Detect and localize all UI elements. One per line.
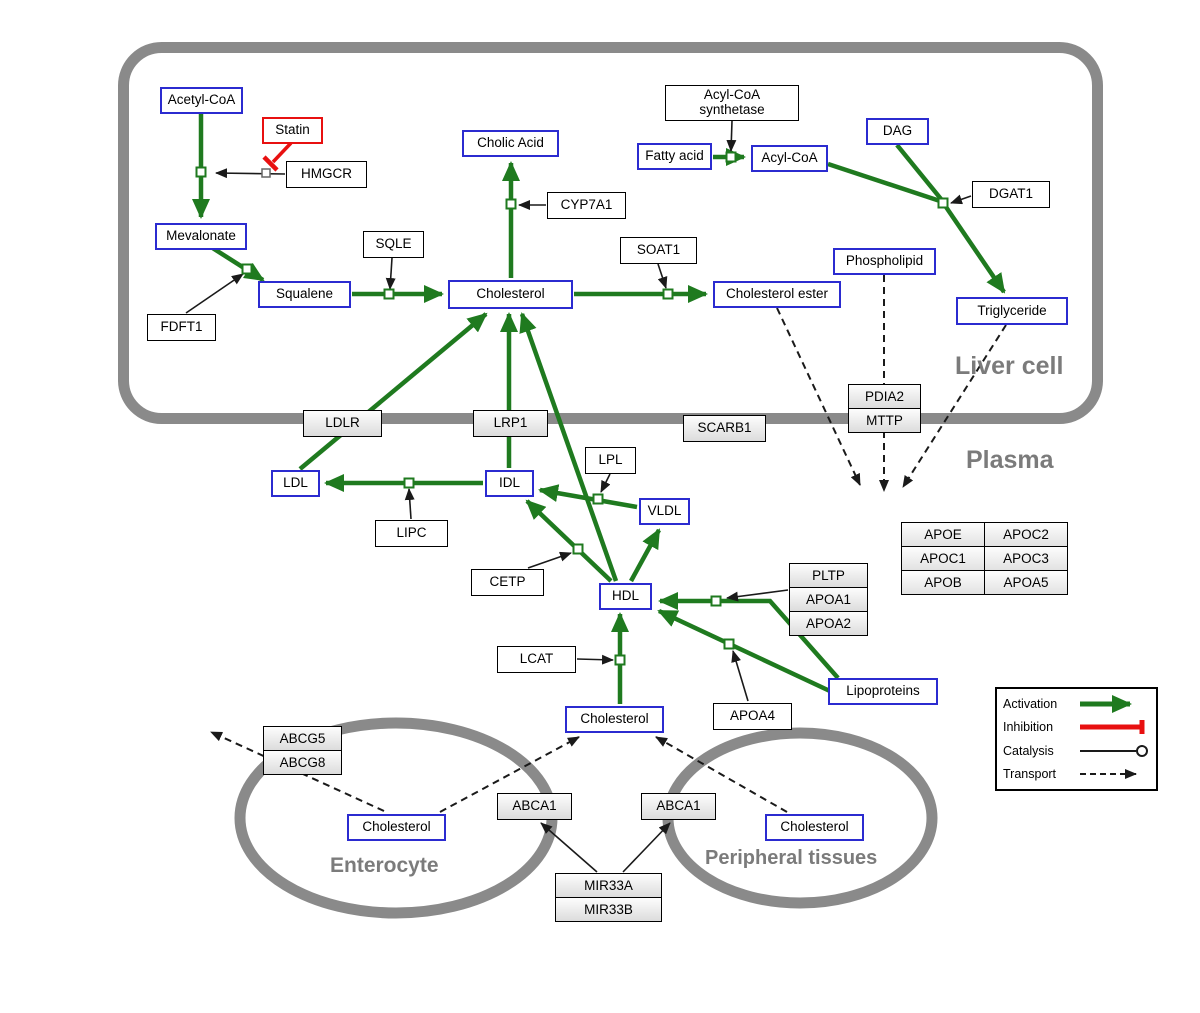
node-soat1[interactable]: SOAT1 bbox=[620, 237, 697, 264]
node-squalene[interactable]: Squalene bbox=[258, 281, 351, 308]
node-apoc2[interactable]: APOC2 bbox=[984, 522, 1068, 547]
node-triglyceride[interactable]: Triglyceride bbox=[956, 297, 1068, 325]
activation-arrow-icon bbox=[1080, 694, 1132, 713]
node-pltp[interactable]: PLTP bbox=[789, 563, 868, 588]
node-acetyl-coa[interactable]: Acetyl-CoA bbox=[160, 87, 243, 114]
node-sqle[interactable]: SQLE bbox=[363, 231, 424, 258]
node-statin[interactable]: Statin bbox=[262, 117, 323, 144]
inhibition-edge bbox=[262, 141, 293, 172]
node-apoa2[interactable]: APOA2 bbox=[789, 611, 868, 636]
node-apob[interactable]: APOB bbox=[901, 570, 985, 595]
peripheral-tissues-label: Peripheral tissues bbox=[705, 847, 878, 869]
node-abcg5[interactable]: ABCG5 bbox=[263, 726, 342, 751]
node-apoa5[interactable]: APOA5 bbox=[984, 570, 1068, 595]
transport-edges bbox=[210, 275, 1007, 813]
node-cholesterol-enterocyte[interactable]: Cholesterol bbox=[347, 814, 446, 841]
legend-catalysis-label: Catalysis bbox=[1003, 743, 1054, 758]
node-fatty-acid[interactable]: Fatty acid bbox=[637, 143, 712, 170]
legend-catalysis-row: Catalysis bbox=[1003, 740, 1150, 762]
inhibition-tee-icon bbox=[1080, 720, 1145, 735]
node-fdft1[interactable]: FDFT1 bbox=[147, 314, 216, 341]
node-mir33b[interactable]: MIR33B bbox=[555, 897, 662, 922]
node-apoa1[interactable]: APOA1 bbox=[789, 587, 868, 612]
node-dgat1[interactable]: DGAT1 bbox=[972, 181, 1050, 208]
catalysis-edges bbox=[185, 120, 972, 873]
node-cholesterol-ester[interactable]: Cholesterol ester bbox=[713, 281, 841, 308]
plasma-label: Plasma bbox=[966, 446, 1054, 474]
node-abca1-right[interactable]: ABCA1 bbox=[641, 793, 716, 820]
node-cholesterol-plasma[interactable]: Cholesterol bbox=[565, 706, 664, 733]
node-cholic-acid[interactable]: Cholic Acid bbox=[462, 130, 559, 157]
pltp-apoa-stack: PLTP APOA1 APOA2 bbox=[789, 563, 868, 636]
abcg-stack: ABCG5 ABCG8 bbox=[263, 726, 342, 775]
node-cholesterol-liver[interactable]: Cholesterol bbox=[448, 280, 573, 309]
node-cholesterol-peripheral[interactable]: Cholesterol bbox=[765, 814, 864, 841]
liver-membrane bbox=[118, 42, 1103, 424]
node-pdia2[interactable]: PDIA2 bbox=[848, 384, 921, 409]
node-lipc[interactable]: LIPC bbox=[375, 520, 448, 547]
node-mir33a[interactable]: MIR33A bbox=[555, 873, 662, 898]
node-phospholipid[interactable]: Phospholipid bbox=[833, 248, 936, 275]
node-apoc3[interactable]: APOC3 bbox=[984, 546, 1068, 571]
node-lipoproteins[interactable]: Lipoproteins bbox=[828, 678, 938, 705]
pdia2-mttp-stack: PDIA2 MTTP bbox=[848, 384, 921, 433]
node-abcg8[interactable]: ABCG8 bbox=[263, 750, 342, 775]
legend-transport-label: Transport bbox=[1003, 767, 1057, 782]
catalysis-circle-icon bbox=[1080, 744, 1148, 757]
legend-inhibition-row: Inhibition bbox=[1003, 716, 1150, 738]
reaction-nodes bbox=[195, 151, 949, 666]
node-apoa4[interactable]: APOA4 bbox=[713, 703, 792, 730]
node-ldl[interactable]: LDL bbox=[271, 470, 320, 497]
node-hmgcr[interactable]: HMGCR bbox=[286, 161, 367, 188]
legend: Activation Inhibition Catalysis Transpor… bbox=[995, 687, 1158, 791]
legend-transport-row: Transport bbox=[1003, 763, 1150, 785]
legend-activation-label: Activation bbox=[1003, 696, 1058, 711]
liver-cell-label: Liver cell bbox=[955, 352, 1064, 380]
node-idl[interactable]: IDL bbox=[485, 470, 534, 497]
node-lpl[interactable]: LPL bbox=[585, 447, 636, 474]
legend-inhibition-label: Inhibition bbox=[1003, 720, 1054, 735]
node-vldl[interactable]: VLDL bbox=[639, 498, 690, 525]
legend-activation-row: Activation bbox=[1003, 693, 1150, 715]
enterocyte-label: Enterocyte bbox=[330, 854, 439, 877]
node-ldlr[interactable]: LDLR bbox=[303, 410, 382, 437]
node-apoc1[interactable]: APOC1 bbox=[901, 546, 985, 571]
node-lrp1[interactable]: LRP1 bbox=[473, 410, 548, 437]
node-apoe[interactable]: APOE bbox=[901, 522, 985, 547]
node-dag[interactable]: DAG bbox=[866, 118, 929, 145]
node-scarb1[interactable]: SCARB1 bbox=[683, 415, 766, 442]
mir33-stack: MIR33A MIR33B bbox=[555, 873, 662, 922]
node-mttp[interactable]: MTTP bbox=[848, 408, 921, 433]
node-lcat[interactable]: LCAT bbox=[497, 646, 576, 673]
node-acyl-coa-synthetase[interactable]: Acyl-CoA synthetase bbox=[665, 85, 799, 121]
node-acyl-coa[interactable]: Acyl-CoA bbox=[751, 145, 828, 172]
node-abca1-left[interactable]: ABCA1 bbox=[497, 793, 572, 820]
node-mevalonate[interactable]: Mevalonate bbox=[155, 223, 247, 250]
transport-arrow-icon bbox=[1080, 769, 1137, 780]
node-cyp7a1[interactable]: CYP7A1 bbox=[547, 192, 626, 219]
node-cetp[interactable]: CETP bbox=[471, 569, 544, 596]
apolipoprotein-table: APOE APOC2 APOC1 APOC3 APOB APOA5 bbox=[901, 522, 1068, 595]
node-hdl[interactable]: HDL bbox=[599, 583, 652, 610]
